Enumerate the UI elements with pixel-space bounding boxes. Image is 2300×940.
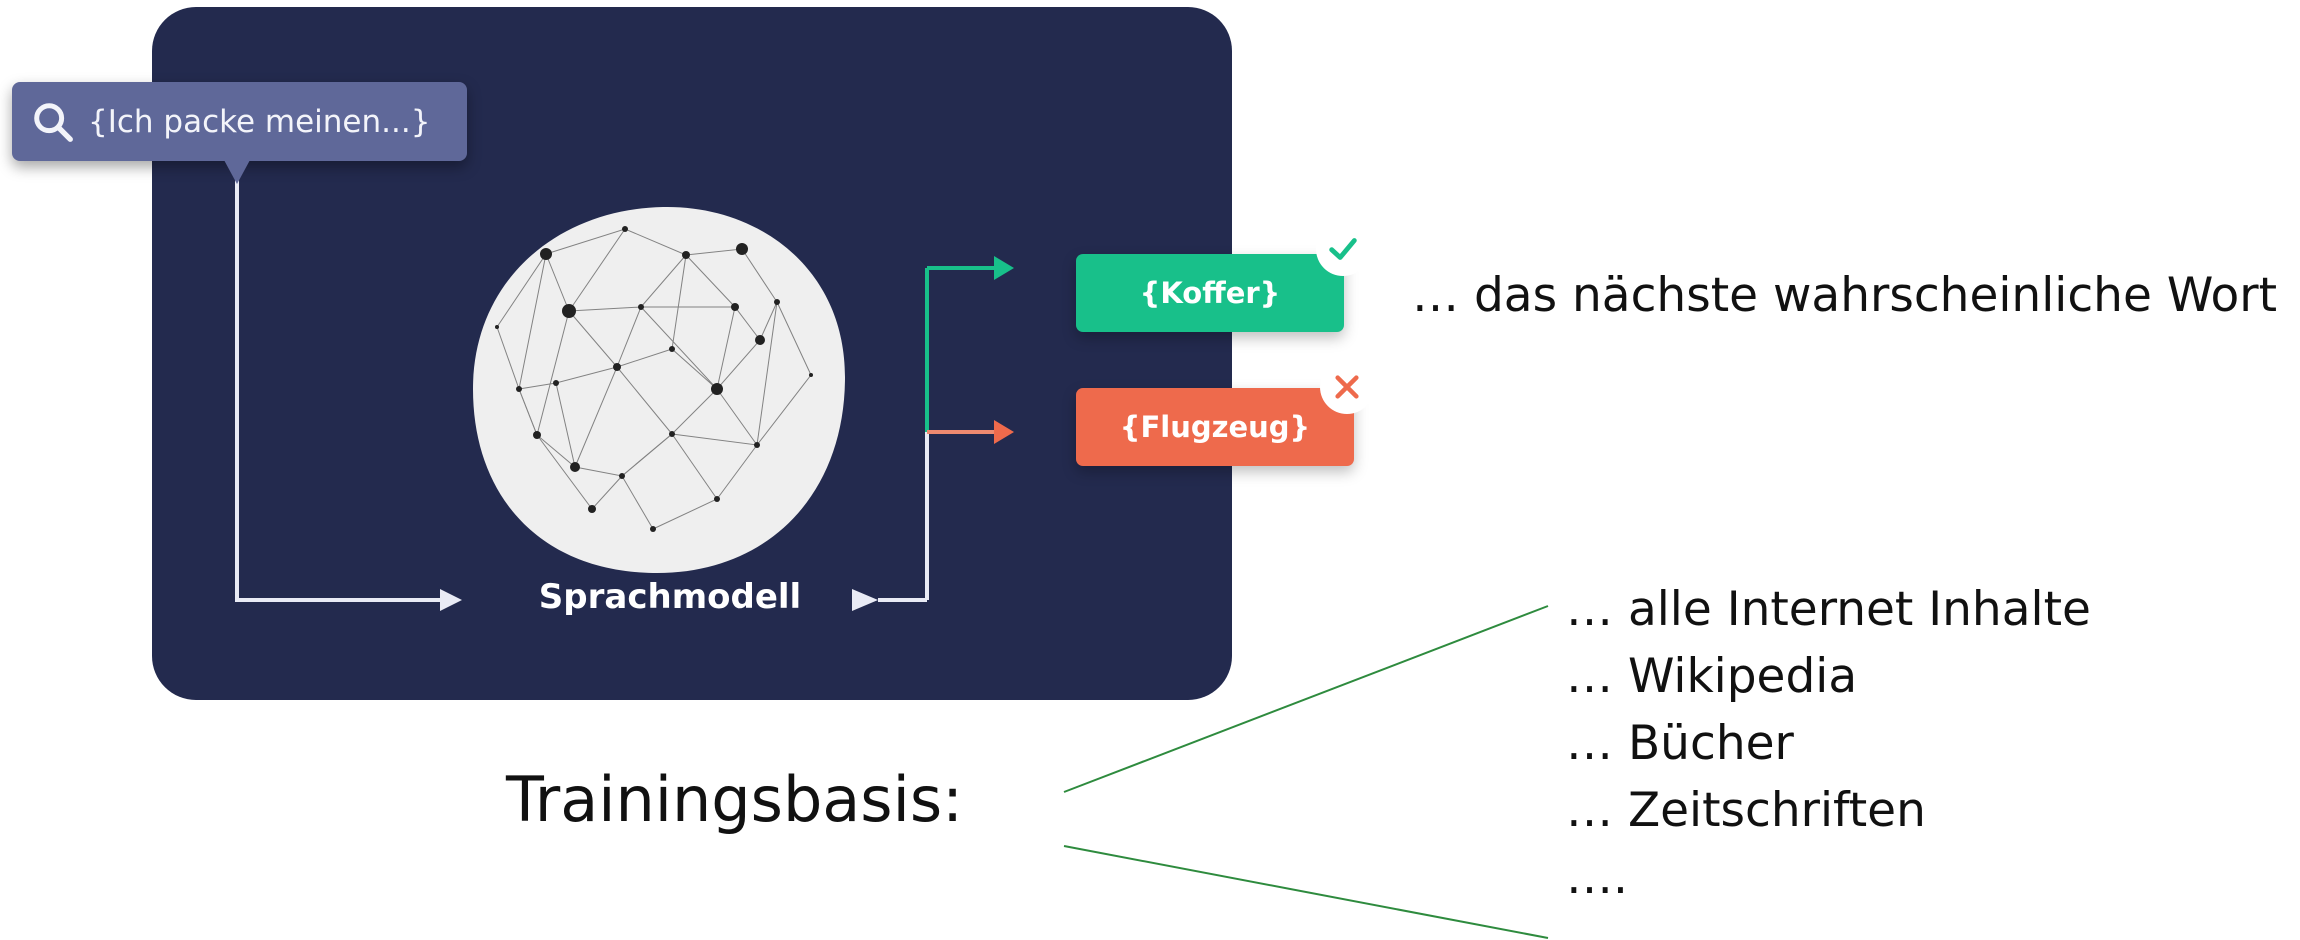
training-sources-list: … alle Internet Inhalte … Wikipedia … Bü… [1566, 576, 2091, 911]
search-icon [34, 102, 73, 142]
x-badge [1320, 360, 1374, 414]
x-icon [1335, 375, 1359, 399]
bracket-line-top [1063, 605, 1549, 793]
check-icon [1329, 238, 1357, 260]
branch-red-head [994, 420, 1014, 444]
list-item: …. [1566, 850, 1628, 905]
bracket-line-bottom [1063, 845, 1549, 939]
input-arrow-line [235, 180, 440, 602]
next-word-caption: … das nächste wahrscheinliche Wort [1412, 268, 2278, 323]
output-tag-koffer: {Koffer} [1076, 254, 1344, 332]
network-nodes [495, 226, 813, 532]
search-prompt-text: {Ich packe meinen...} [88, 103, 431, 140]
branch-green-head [994, 256, 1014, 280]
list-item: … alle Internet Inhalte [1566, 582, 2091, 637]
list-item: … Zeitschriften [1566, 783, 1926, 838]
output-triangle [852, 589, 878, 611]
search-box-pointer [224, 160, 250, 184]
input-arrow-head [440, 589, 462, 611]
training-basis-label: Trainingsbasis: [506, 763, 964, 836]
output-tag-flugzeug: {Flugzeug} [1076, 388, 1354, 466]
search-prompt-box: {Ich packe meinen...} [12, 82, 467, 161]
neural-network-illustration [473, 206, 845, 574]
language-model-label: Sprachmodell [538, 577, 802, 617]
check-badge [1316, 222, 1370, 276]
list-item: … Wikipedia [1566, 649, 1858, 704]
list-item: … Bücher [1566, 716, 1794, 771]
blob-shape [473, 206, 845, 574]
